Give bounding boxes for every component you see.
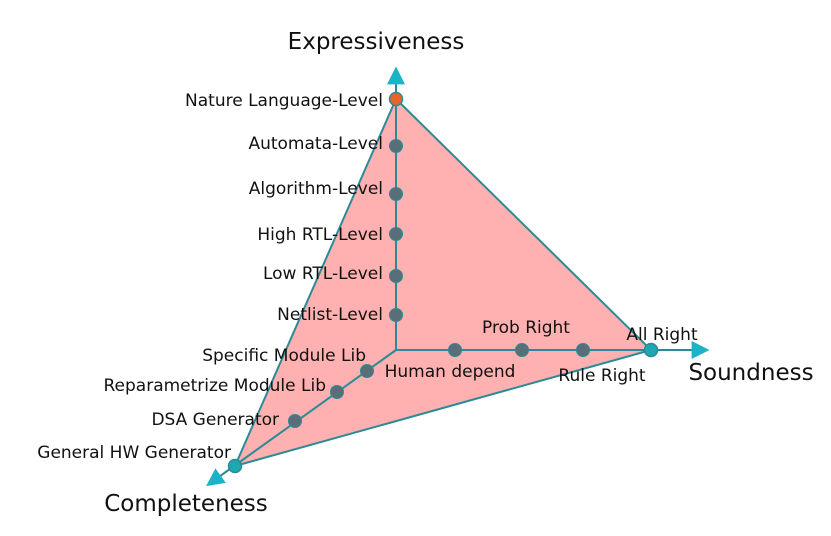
label-netlist-level: Netlist-Level [277,305,383,325]
completeness-title: Completeness [104,491,268,517]
label-rule-right: Rule Right [558,366,646,386]
soundness-title: Soundness [688,360,813,386]
node-reparametrize-module-lib [330,385,344,399]
label-reparametrize-module-lib: Reparametrize Module Lib [103,376,326,396]
node-low-rtl-level [389,269,403,283]
label-low-rtl-level: Low RTL-Level [263,264,383,284]
node-human-depend [448,343,462,357]
node-all-right [643,342,659,358]
label-automata-level: Automata-Level [248,134,383,154]
node-rule-right [576,343,590,357]
node-algorithm-level [389,187,403,201]
label-prob-right: Prob Right [482,318,570,338]
expressiveness-title: Expressiveness [288,29,465,55]
label-high-rtl-level: High RTL-Level [257,225,383,245]
node-dsa-generator [288,414,302,428]
label-dsa-generator: DSA Generator [151,410,279,430]
node-high-rtl-level [389,227,403,241]
label-general-hw-generator: General HW Generator [37,443,231,463]
node-netlist-level [389,308,403,322]
label-algorithm-level: Algorithm-Level [249,179,383,199]
label-all-right: All Right [626,325,698,345]
coverage-triangle [233,97,653,468]
node-prob-right [515,343,529,357]
node-general-hw-generator [227,458,243,474]
node-specific-module-lib [360,364,374,378]
node-automata-level [389,139,403,153]
node-nature-language-level [388,91,404,107]
label-human-depend: Human depend [385,362,516,382]
label-nature-language-level: Nature Language-Level [185,91,383,111]
label-specific-module-lib: Specific Module Lib [202,346,366,366]
